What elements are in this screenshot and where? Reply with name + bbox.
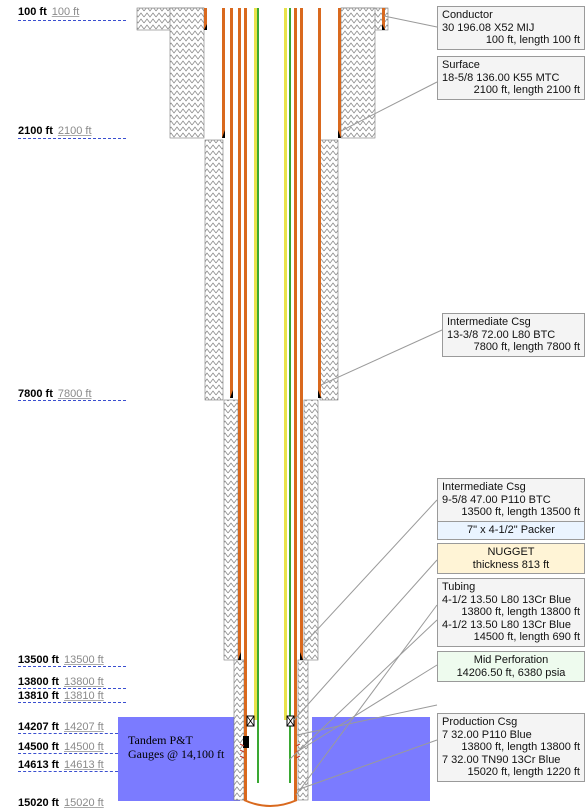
tubing-yellow-left bbox=[254, 8, 257, 720]
packer-right-x bbox=[286, 715, 295, 727]
callout-spec: 7 32.00 P110 Blue bbox=[442, 728, 532, 741]
callout-nugget: NUGGET thickness 813 ft bbox=[437, 543, 585, 574]
callout-title: NUGGET bbox=[487, 546, 535, 558]
depth-line bbox=[18, 753, 118, 754]
surface-shoe-right bbox=[338, 130, 341, 138]
callout-spec: 14206.50 ft, 6380 psia bbox=[456, 666, 566, 679]
perforation-left bbox=[239, 743, 245, 759]
callout-tubing: Tubing 4-1/2 13.50 L80 13Cr Blue 13800 f… bbox=[437, 578, 585, 647]
tubing-green-left bbox=[257, 8, 259, 783]
callout-spec: 4-1/2 13.50 L80 13Cr Blue bbox=[442, 618, 572, 631]
callout-packer: 7" x 4-1/2" Packer bbox=[437, 521, 585, 540]
callout-depth: 15020 ft, length 1220 ft bbox=[467, 766, 580, 778]
tubing-green-right bbox=[289, 8, 291, 783]
depth-line bbox=[18, 733, 118, 734]
int1-cement-right bbox=[319, 139, 339, 401]
callout-spec: 18-5/8 136.00 K55 MTC bbox=[442, 71, 560, 84]
int2-shoe-left bbox=[238, 652, 241, 660]
callout-title: Conductor bbox=[442, 9, 493, 21]
callout-intermediate-1: Intermediate Csg 13-3/8 72.00 L80 BTC 78… bbox=[442, 313, 585, 357]
conductor-shoe-left bbox=[204, 24, 207, 30]
prod-casing-left bbox=[244, 8, 247, 800]
callout-spec: 9-5/8 47.00 P110 BTC bbox=[442, 493, 551, 506]
callout-production: Production Csg 7 32.00 P110 Blue 13800 f… bbox=[437, 713, 585, 782]
int2-shoe-right bbox=[300, 652, 303, 660]
callout-spec: thickness 813 ft bbox=[472, 558, 550, 571]
int1-shoe-right bbox=[318, 390, 321, 398]
callout-depth: 2100 ft, length 2100 ft bbox=[473, 84, 580, 96]
surface-cement-left bbox=[169, 7, 205, 139]
prod-casing-right bbox=[294, 8, 297, 800]
callout-depth: 13500 ft, length 13500 ft bbox=[461, 506, 580, 518]
depth-line bbox=[18, 138, 126, 139]
conductor-casing-left bbox=[204, 8, 207, 30]
callout-mid-perforation: Mid Perforation 14206.50 ft, 6380 psia bbox=[437, 651, 585, 682]
conductor-casing-right bbox=[382, 8, 385, 30]
callout-spec: 30 196.08 X52 MIJ bbox=[442, 21, 535, 34]
prod-cement-left bbox=[233, 659, 245, 801]
depth-line bbox=[18, 771, 118, 772]
surface-casing-right bbox=[338, 8, 341, 138]
callout-conductor: Conductor 30 196.08 X52 MIJ 100 ft, leng… bbox=[437, 6, 585, 50]
int1-casing-right bbox=[318, 8, 321, 398]
formation-band-left bbox=[118, 717, 240, 801]
callout-spec: 4-1/2 13.50 L80 13Cr Blue bbox=[442, 593, 572, 606]
depth-line bbox=[18, 702, 126, 703]
callout-intermediate-2: Intermediate Csg 9-5/8 47.00 P110 BTC 13… bbox=[437, 478, 585, 522]
gauge-note-line: Gauges @ 14,100 ft bbox=[128, 747, 225, 761]
callout-title: Mid Perforation bbox=[473, 654, 549, 666]
callout-title: 7" x 4-1/2" Packer bbox=[467, 524, 555, 536]
callout-depth: 100 ft, length 100 ft bbox=[485, 34, 580, 46]
callout-surface: Surface 18-5/8 136.00 K55 MTC 2100 ft, l… bbox=[437, 56, 585, 100]
int1-cement-left bbox=[204, 139, 224, 401]
surface-shoe-left bbox=[222, 130, 225, 138]
conductor-shoe-right bbox=[382, 24, 385, 30]
callout-depth: 13800 ft, length 13800 ft bbox=[461, 606, 580, 618]
depth-line bbox=[18, 20, 126, 21]
depth-line bbox=[18, 688, 126, 689]
int1-shoe-left bbox=[230, 390, 233, 398]
callout-depth: 14500 ft, length 690 ft bbox=[473, 631, 580, 643]
prod-cement-right bbox=[297, 659, 309, 801]
callout-spec: 13-3/8 72.00 L80 BTC bbox=[447, 328, 556, 341]
gauge-marker bbox=[243, 736, 249, 748]
int2-cement-left bbox=[223, 399, 239, 661]
gauge-note-line: Tandem P&T bbox=[128, 733, 193, 747]
int2-cement-right bbox=[303, 399, 319, 661]
depth-line bbox=[18, 400, 126, 401]
callout-spec: 7 32.00 TN90 13Cr Blue bbox=[442, 753, 561, 766]
callout-title: Intermediate Csg bbox=[442, 481, 526, 493]
gauge-note: Tandem P&T Gauges @ 14,100 ft bbox=[128, 733, 224, 761]
surface-cement-right bbox=[340, 7, 376, 139]
tubing-yellow-right bbox=[284, 8, 287, 720]
callout-depth: 7800 ft, length 7800 ft bbox=[473, 341, 580, 353]
callout-depth: 13800 ft, length 13800 ft bbox=[461, 741, 580, 753]
surface-casing-left bbox=[222, 8, 225, 138]
callout-title: Surface bbox=[442, 59, 480, 71]
well-bottom bbox=[243, 799, 298, 807]
callout-title: Intermediate Csg bbox=[447, 316, 531, 328]
depth-line bbox=[18, 666, 126, 667]
packer-left-x bbox=[246, 715, 255, 727]
callout-title: Tubing bbox=[442, 581, 476, 593]
formation-band-right bbox=[312, 717, 430, 801]
int2-casing-right bbox=[300, 8, 303, 660]
int1-casing-left bbox=[230, 8, 233, 398]
callout-title: Production Csg bbox=[442, 716, 518, 728]
int2-casing-left bbox=[238, 8, 241, 660]
leader-lines bbox=[288, 15, 443, 796]
